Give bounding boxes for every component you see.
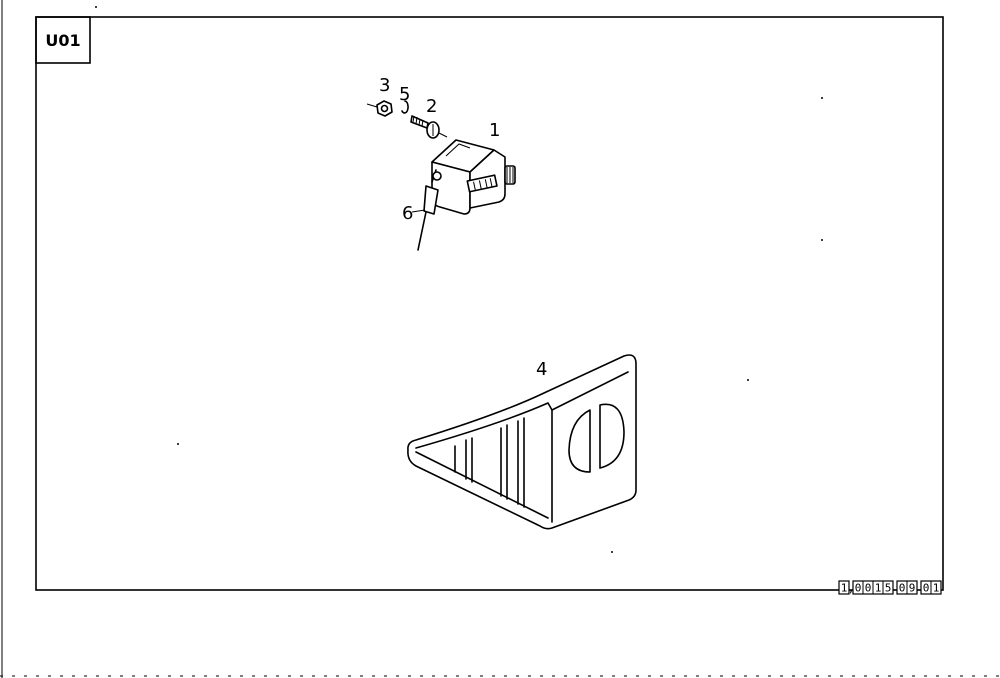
code-digit: 1 <box>933 582 940 595</box>
sheet-tag-label: U01 <box>45 31 80 50</box>
counter-part <box>431 139 516 215</box>
screw-part <box>410 115 448 139</box>
pin-part <box>411 185 439 251</box>
washer-part <box>401 100 409 114</box>
code-digit: 0 <box>865 582 872 595</box>
callout-1: 1 <box>489 120 500 141</box>
code-digit: 0 <box>855 582 862 595</box>
scan-speck <box>611 551 613 553</box>
nut-part <box>366 100 393 117</box>
scan-speck <box>821 239 823 241</box>
scan-speck <box>747 379 749 381</box>
code-digit: 9 <box>909 582 916 595</box>
scan-speck <box>95 6 97 8</box>
code-digit: 5 <box>885 582 892 595</box>
code-digit: 1 <box>841 582 848 595</box>
scan-speck <box>821 97 823 99</box>
callout-4: 4 <box>536 359 547 380</box>
wheel-chock: 4 <box>407 354 637 530</box>
scan-speck <box>177 443 179 445</box>
code-group: 1 <box>838 580 850 595</box>
counter-assembly: 3 5 2 1 6 <box>366 75 516 251</box>
drawing-frame <box>35 16 944 591</box>
callout-6: 6 <box>402 203 413 224</box>
code-digit: 0 <box>923 582 930 595</box>
code-digit: 0 <box>899 582 906 595</box>
callout-2: 2 <box>426 96 437 117</box>
callout-5: 5 <box>399 84 410 105</box>
code-digit: 1 <box>875 582 882 595</box>
code-separator: , <box>848 582 855 595</box>
sheet-tag: U01 <box>35 16 91 64</box>
callout-3: 3 <box>379 75 390 96</box>
